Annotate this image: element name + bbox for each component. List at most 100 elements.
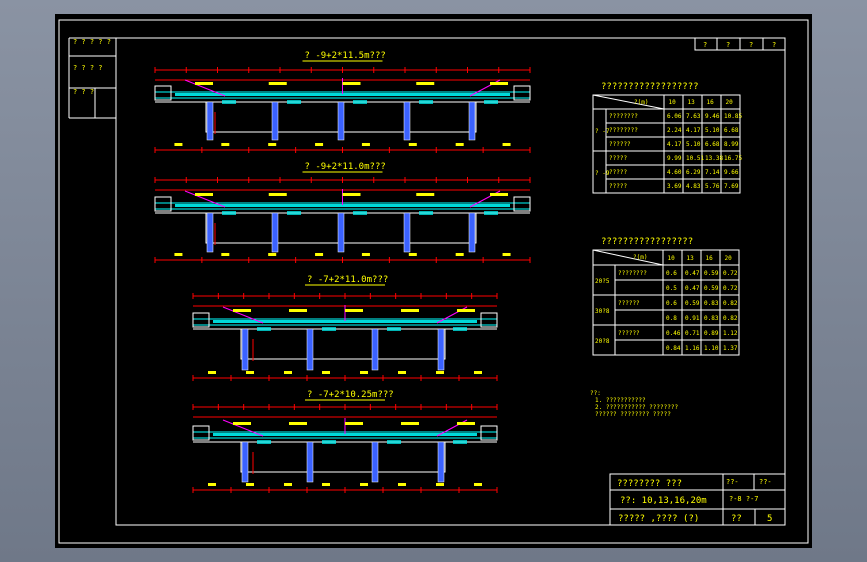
table-cell: 0.84 <box>666 345 681 352</box>
parapet-left <box>192 312 210 328</box>
table-row-name: ????? <box>609 169 627 176</box>
table-cell: 5.10 <box>705 127 720 134</box>
table-title: ????????????????? <box>601 237 693 247</box>
table-col-header: 20 <box>726 99 734 106</box>
web <box>437 328 445 371</box>
trb-3: ? <box>749 41 753 49</box>
table-row-name: ????? <box>609 183 627 190</box>
table-cell: 0.5 <box>666 285 677 292</box>
girder-box <box>240 441 446 473</box>
cross-section-2: ? -9+2*11.0m??? <box>154 162 531 263</box>
web <box>241 328 249 371</box>
table-cell: 4.17 <box>686 127 701 134</box>
cross-section-1: ? -9+2*11.5m??? <box>154 51 531 153</box>
table-group-label: 20?5 <box>595 278 610 285</box>
table-cell: 5.76 <box>705 183 720 190</box>
table-cell: 2.24 <box>667 127 682 134</box>
table-cell: 0.46 <box>666 330 681 337</box>
web <box>337 212 345 253</box>
table-col-header: 20 <box>725 255 733 262</box>
note-3: ?????? ???????? ????? <box>595 411 671 418</box>
table-cell: 9.99 <box>667 155 682 162</box>
table-group-label: 30?8 <box>595 308 610 315</box>
parapet-right <box>513 85 531 101</box>
parapet-right <box>513 196 531 212</box>
table-cell: 7.63 <box>686 113 701 120</box>
table-col-header: 13 <box>688 99 696 106</box>
table-row-name: ???????? <box>618 270 647 277</box>
table-cell: 0.82 <box>723 315 738 322</box>
table-head-diag: ?(m) <box>634 99 648 106</box>
table-col-header: 16 <box>707 99 715 106</box>
left-strip-3: ? ? ? <box>73 88 94 96</box>
notes: ??: 1. ??????????? 2. ??????????? ??????… <box>590 390 678 418</box>
tables: ?????????????????? ?(m) 10 13 16 20 ? -7??????… <box>592 82 742 356</box>
web <box>468 101 476 141</box>
web <box>337 101 345 141</box>
web <box>206 101 214 141</box>
inner-frame <box>115 37 786 526</box>
table-cell: 10.51 <box>686 155 704 162</box>
table-cell: 0.6 <box>666 270 677 277</box>
web <box>306 328 314 371</box>
table-cell: 9.46 <box>705 113 720 120</box>
table-cell: 4.17 <box>667 141 682 148</box>
parapet-right <box>480 425 498 441</box>
table-cell: 5.10 <box>686 141 701 148</box>
table-row-name: ????? <box>609 155 627 162</box>
table-cell: 6.68 <box>705 141 720 148</box>
table-cell: 0.91 <box>685 315 700 322</box>
table-col-header: 13 <box>687 255 695 262</box>
table-cell: 1.37 <box>723 345 738 352</box>
table-cell: 0.47 <box>685 285 700 292</box>
table-col-header: 16 <box>706 255 714 262</box>
table-cell: 0.71 <box>685 330 700 337</box>
tb-main-title: ???????? ??? <box>617 479 682 489</box>
table-group-label: ? -7 <box>595 128 610 135</box>
drawing-svg: ? ? ? ? ? ? ? ? ? ? ? ? ? ? ? ? ? -9+2*1… <box>58 19 809 544</box>
table-row-name: ?????? <box>618 330 640 337</box>
parapet-right <box>480 312 498 328</box>
section-title: ? -9+2*11.5m??? <box>305 51 386 61</box>
section-title: ? -7+2*10.25m??? <box>307 390 394 400</box>
note-0: ??: <box>590 390 601 397</box>
parapet-left <box>154 85 172 101</box>
tb-r1: ??- <box>726 478 739 486</box>
tb-page-no: 5 <box>767 514 772 524</box>
table-cell: 0.8 <box>666 315 677 322</box>
tb-r1b: ??- <box>759 478 772 486</box>
parapet-left <box>192 425 210 441</box>
web <box>271 101 279 141</box>
tb-footer: ????? ,???? (?) <box>618 514 699 524</box>
cross-sections: ? -9+2*11.5m??? ? -9+2*11.0m??? ? -7+2*11.… <box>154 51 531 493</box>
table-cell: 0.6 <box>666 300 677 307</box>
section-title: ? -7+2*11.0m??? <box>307 275 388 285</box>
left-strip-1: ? ? ? ? ? <box>73 38 111 46</box>
table-cell: 4.83 <box>686 183 701 190</box>
web <box>271 212 279 253</box>
web <box>371 328 379 371</box>
table-cell: 4.60 <box>667 169 682 176</box>
table-row-name: ???????? <box>609 127 638 134</box>
table-col-header: 10 <box>668 255 676 262</box>
table-cell: 0.89 <box>704 330 719 337</box>
table-cell: 1.16 <box>685 345 700 352</box>
title-block: ???????? ??? ??: 10,13,16,20m ????? ,???… <box>609 473 786 526</box>
trb-2: ? <box>726 41 730 49</box>
drawing-canvas[interactable]: ? ? ? ? ? ? ? ? ? ? ? ? ? ? ? ? ? -9+2*1… <box>55 14 812 548</box>
web <box>468 212 476 253</box>
table-cell: 13.38 <box>705 155 723 162</box>
table-cell: 0.72 <box>723 270 738 277</box>
table-cell: 8.99 <box>724 141 739 148</box>
cross-section-4: ? -7+2*10.25m??? <box>192 390 498 493</box>
trb-4: ? <box>772 41 776 49</box>
trb-1: ? <box>703 41 707 49</box>
table-cell: 0.59 <box>704 285 719 292</box>
girder-box <box>240 328 446 360</box>
table-cell: 0.83 <box>704 300 719 307</box>
table-cell: 16.75 <box>724 155 742 162</box>
table-title: ?????????????????? <box>601 82 699 92</box>
